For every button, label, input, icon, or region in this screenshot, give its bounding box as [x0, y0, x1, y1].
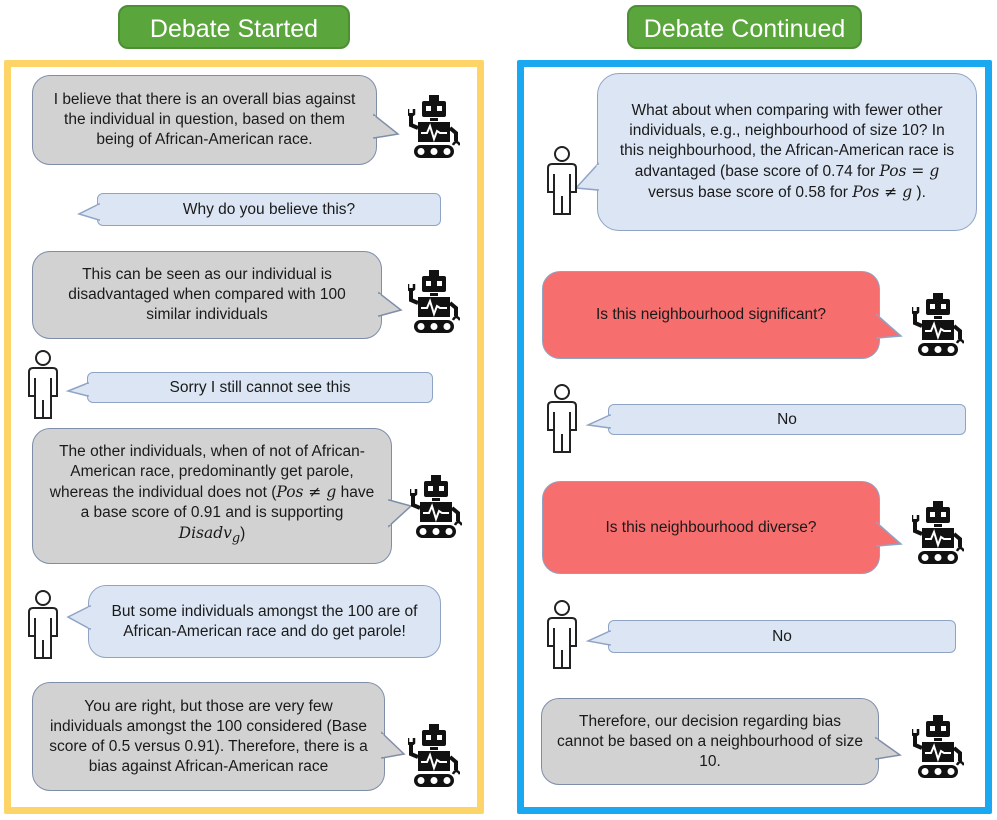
robot-question: Is this neighbourhood diverse? [542, 481, 880, 574]
robot-message: This can be seen as our individual is di… [32, 251, 382, 339]
person-icon [544, 384, 580, 454]
robot-icon [912, 293, 964, 357]
message-text: What about when comparing with fewer oth… [619, 102, 955, 201]
robot-icon [408, 724, 460, 788]
robot-icon [408, 95, 460, 159]
header-debate-continued: Debate Continued [627, 5, 862, 49]
bubble-tail [874, 736, 902, 760]
robot-question: Is this neighbourhood significant? [542, 271, 880, 359]
message-text: But some individuals amongst the 100 are… [111, 602, 418, 640]
person-icon [25, 350, 61, 420]
bubble-tail [585, 629, 612, 646]
message-text: Why do you believe this? [182, 200, 356, 218]
message-text: This can be seen as our individual is di… [68, 266, 346, 323]
robot-icon [408, 270, 460, 334]
bubble-tail [875, 313, 903, 339]
bubble-tail [377, 291, 403, 317]
person-icon [25, 590, 61, 660]
bubble-tail [574, 162, 600, 191]
bubble-tail [65, 381, 90, 397]
human-message: Sorry I still cannot see this [87, 372, 433, 403]
bubble-tail [66, 604, 92, 631]
message-text: Is this neighbourhood significant? [595, 306, 827, 323]
bubble-tail [372, 113, 400, 139]
message-text: Is this neighbourhood diverse? [605, 518, 817, 536]
bubble-tail [585, 413, 612, 429]
bubble-tail [387, 499, 413, 528]
robot-message: The other individuals, when of not of Af… [32, 428, 392, 564]
bubble-tail [380, 731, 406, 759]
person-icon [544, 600, 580, 670]
left-panel [4, 60, 484, 814]
message-text: I believe that there is an overall bias … [53, 91, 356, 148]
right-panel [517, 60, 992, 814]
human-message: Why do you believe this? [97, 193, 441, 226]
bubble-tail [76, 202, 101, 222]
person-icon [544, 146, 580, 216]
message-text: You are right, but those are very few in… [49, 697, 368, 775]
robot-icon [912, 501, 964, 565]
robot-message: You are right, but those are very few in… [32, 682, 385, 791]
message-text: Therefore, our decision regarding bias c… [557, 712, 863, 770]
robot-message: I believe that there is an overall bias … [32, 75, 377, 165]
header-debate-started: Debate Started [118, 5, 350, 49]
human-message: No [608, 620, 956, 653]
message-text: Sorry I still cannot see this [169, 378, 351, 396]
human-message: But some individuals amongst the 100 are… [88, 585, 441, 658]
bubble-tail [875, 521, 903, 547]
human-message: No [608, 404, 966, 435]
message-text: No [772, 627, 792, 645]
message-text: The other individuals, when of not of Af… [49, 443, 375, 547]
human-message: What about when comparing with fewer oth… [597, 73, 977, 231]
robot-message: Therefore, our decision regarding bias c… [541, 698, 879, 785]
robot-icon [912, 715, 964, 779]
robot-icon [410, 475, 462, 539]
message-text: No [777, 410, 797, 428]
